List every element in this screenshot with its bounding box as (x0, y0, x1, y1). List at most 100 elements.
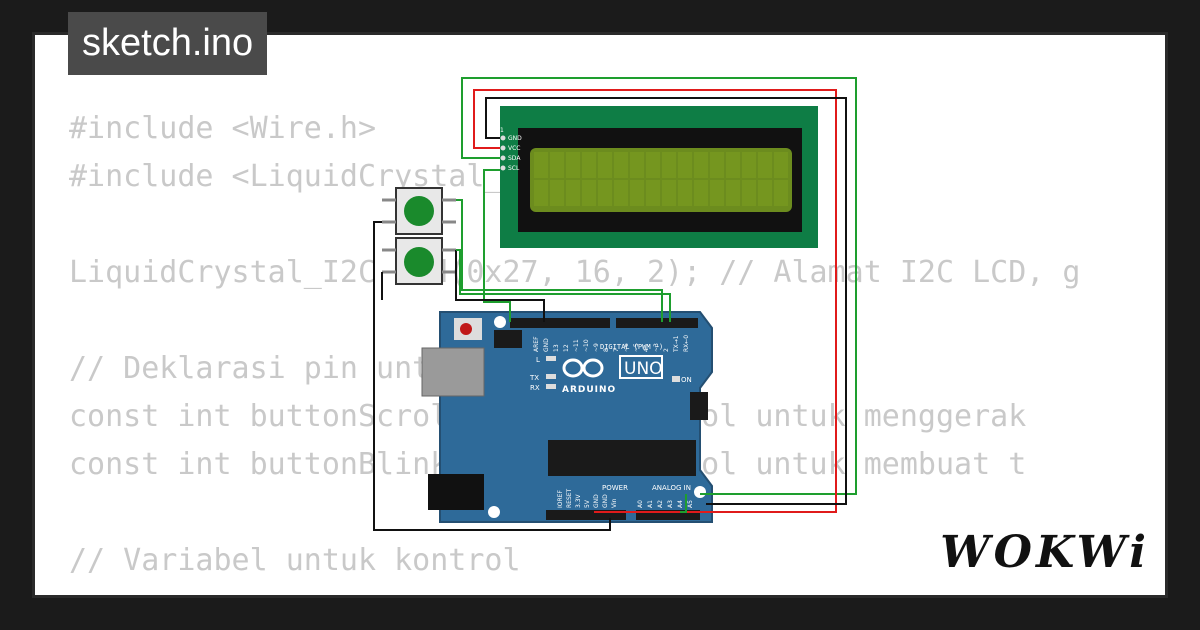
pin-label: 8 (603, 348, 610, 352)
lcd-pin-label: SDA (508, 155, 521, 162)
wire-green-btn2 (456, 249, 671, 322)
model-text: UNO (624, 359, 663, 379)
pushbutton-1[interactable] (382, 187, 456, 235)
digital-header-left (510, 318, 610, 328)
pin-label: GND (593, 494, 600, 508)
pin-label: ~11 (573, 339, 580, 352)
wire-green-btn1 (456, 199, 663, 322)
on-label: ON (681, 376, 692, 384)
lcd-pin-scl[interactable] (500, 165, 506, 171)
pin-label: A1 (647, 500, 654, 508)
lcd-pin-sda[interactable] (500, 155, 506, 161)
lcd-cell (582, 180, 596, 206)
button-cap (404, 196, 434, 226)
pushbutton-2[interactable] (382, 237, 456, 285)
lcd-cell (534, 180, 548, 206)
pin-label: A3 (667, 500, 674, 508)
lcd-pin-label: SCL (508, 165, 520, 172)
microcontroller-chip (548, 440, 696, 476)
lcd-pin-label: VCC (508, 145, 520, 152)
lcd-cell (694, 152, 708, 178)
lcd-cell (742, 180, 756, 206)
lcd-cell (630, 180, 644, 206)
code-line: // Variabel untuk kontrol (69, 543, 521, 578)
power-header (546, 510, 626, 520)
pin-label: ~10 (583, 339, 590, 352)
mount-hole (488, 506, 500, 518)
code-line: #include <Wire.h> (69, 111, 377, 146)
lcd-cell (646, 180, 660, 206)
digital-label: DIGITAL (PWM ~) (600, 343, 663, 351)
led-label-l: L (536, 356, 540, 364)
lcd-pin-label: GND (508, 135, 522, 142)
lcd-cell (598, 180, 612, 206)
code-line: String text = "Selamat Datang"; (69, 585, 1135, 595)
pin-label: 7 (613, 348, 620, 352)
lcd-cell (774, 180, 788, 206)
pin-label: RESET (566, 488, 573, 508)
lcd-cell (566, 152, 580, 178)
pin-label: ~5 (633, 343, 640, 352)
lcd-cell (774, 152, 788, 178)
lcd-character-cells (534, 152, 788, 206)
dc-jack (428, 474, 484, 510)
wires (373, 77, 857, 531)
wokwi-logo: WOKWi (940, 527, 1150, 578)
pin-label: Vin (611, 498, 618, 508)
wire-black-btn-common (373, 221, 611, 531)
pin-label: A0 (637, 500, 644, 508)
pin-label: RX←0 (683, 335, 690, 352)
button-cap (404, 247, 434, 277)
pin-label: GND (543, 338, 550, 352)
pin-label: ~6 (623, 343, 630, 352)
pin-label: 3.3V (575, 493, 582, 508)
lcd-cell (758, 180, 772, 206)
lcd-cell (646, 152, 660, 178)
power-label: POWER (602, 484, 628, 492)
lcd-cell (678, 152, 692, 178)
pin-label: AREF (533, 336, 540, 352)
lcd-cell (550, 152, 564, 178)
lcd-cell (598, 152, 612, 178)
mount-hole (494, 316, 506, 328)
pin-label: 5V (584, 499, 591, 508)
pin-label: ~3 (653, 343, 660, 352)
pin-label: A5 (687, 500, 694, 508)
lcd-cell (662, 180, 676, 206)
pin-label: A4 (677, 500, 684, 508)
lcd-pin-gnd[interactable] (500, 135, 506, 141)
lcd-cell (678, 180, 692, 206)
lcd-cell (694, 180, 708, 206)
pin-label: GND (602, 494, 609, 508)
pin-label: 13 (553, 344, 560, 352)
led-indicators: L TX RX (529, 356, 556, 392)
lcd-cell (742, 152, 756, 178)
pin-label: 2 (663, 348, 670, 352)
lcd-pin1-marker: 1 (500, 127, 504, 134)
wire-black-gnd (485, 97, 847, 505)
icsp-header (690, 392, 708, 420)
led-label-tx: TX (529, 374, 539, 382)
arduino-logo: ARDUINO UNO (562, 355, 663, 395)
led-label-rx: RX (530, 384, 540, 392)
lcd-cell (662, 152, 676, 178)
file-name: sketch.ino (82, 22, 254, 64)
lcd-cell (758, 152, 772, 178)
wire-red-vcc (473, 89, 837, 513)
lcd-cell (550, 180, 564, 206)
analog-header (636, 510, 700, 520)
analog-label: ANALOG IN (652, 484, 691, 492)
file-tab[interactable]: sketch.ino (68, 12, 268, 75)
pin-label: 12 (563, 344, 570, 352)
pin-label: ~9 (593, 343, 600, 352)
pin-label: TX→1 (673, 335, 680, 353)
mount-hole (694, 486, 706, 498)
lcd-cell (726, 152, 740, 178)
lcd-cell (614, 152, 628, 178)
lcd-pin-vcc[interactable] (500, 145, 506, 151)
wire-green-a4 (680, 494, 687, 513)
brand-text: ARDUINO (562, 385, 616, 395)
pin-label: A2 (657, 500, 664, 508)
